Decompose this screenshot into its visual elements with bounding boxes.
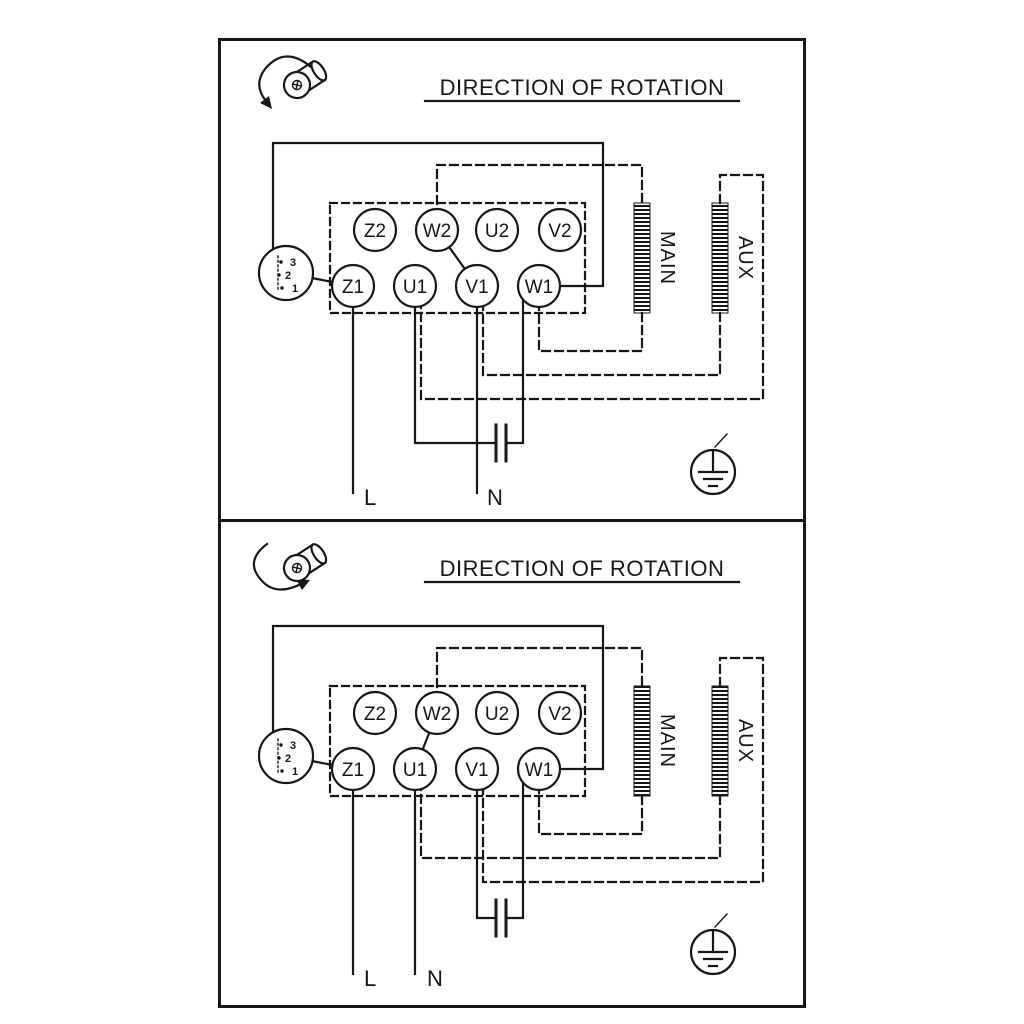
capacitor	[494, 423, 508, 463]
switch-pos-1: 1	[292, 766, 298, 778]
terminal-z1: Z1	[330, 263, 376, 309]
svg-text:U1: U1	[403, 277, 427, 298]
terminal-v2: V2	[537, 207, 583, 253]
svg-text:W1: W1	[525, 277, 554, 298]
aux-winding-label: AUX	[734, 236, 756, 280]
terminal-block	[328, 684, 587, 798]
panel-rotation-cw: DIRECTION OF ROTATION	[218, 519, 806, 1008]
neutral-label: N	[487, 485, 503, 510]
svg-text:Z1: Z1	[342, 277, 364, 298]
terminal-v1: V1	[454, 263, 500, 309]
svg-text:V2: V2	[548, 704, 571, 725]
svg-text:W2: W2	[423, 704, 452, 725]
line-label: L	[364, 485, 376, 510]
svg-text:W1: W1	[525, 760, 554, 781]
aux-winding: AUX	[711, 202, 756, 314]
rotation-cw-icon	[252, 542, 328, 591]
svg-text:V1: V1	[465, 277, 488, 298]
selector-switch: 3 2 1	[257, 244, 315, 302]
terminal-u2: U2	[474, 207, 520, 253]
svg-text:V2: V2	[548, 221, 571, 242]
switch-pos-1: 1	[292, 283, 298, 295]
terminal-v2: V2	[537, 690, 583, 736]
ground-icon	[689, 913, 737, 976]
main-winding: MAIN	[633, 685, 678, 797]
terminal-z2: Z2	[352, 207, 398, 253]
terminal-u2: U2	[474, 690, 520, 736]
aux-winding-label: AUX	[734, 719, 756, 763]
switch-pos-2: 2	[285, 753, 291, 765]
dashed-wires	[419, 163, 765, 401]
terminal-w2: W2	[414, 207, 460, 253]
terminal-w2: W2	[414, 690, 460, 736]
main-winding-label: MAIN	[656, 714, 678, 768]
ground-icon	[689, 433, 737, 496]
svg-text:Z1: Z1	[342, 760, 364, 781]
capacitor	[494, 898, 508, 938]
terminal-z2: Z2	[352, 690, 398, 736]
terminal-v1: V1	[454, 746, 500, 792]
line-label: L	[364, 966, 376, 991]
panel-rotation-ccw: DIRECTION OF ROTATION	[218, 38, 806, 522]
svg-text:V1: V1	[465, 760, 488, 781]
terminal-block	[328, 201, 587, 315]
svg-text:U1: U1	[403, 760, 427, 781]
selector-switch: 3 2 1	[257, 727, 315, 785]
rotation-ccw-icon	[258, 55, 328, 109]
svg-text:U2: U2	[485, 221, 509, 242]
main-winding-label: MAIN	[656, 231, 678, 285]
neutral-label: N	[427, 966, 443, 991]
svg-text:U2: U2	[485, 704, 509, 725]
switch-pos-2: 2	[285, 270, 291, 282]
svg-text:Z2: Z2	[364, 221, 386, 242]
terminal-w1: W1	[516, 263, 562, 309]
svg-text:W2: W2	[423, 221, 452, 242]
panel-title: DIRECTION OF ROTATION	[440, 75, 725, 100]
dashed-wires	[419, 646, 765, 884]
terminal-u1: U1	[392, 746, 438, 792]
aux-winding: AUX	[711, 685, 756, 797]
terminal-w1: W1	[516, 746, 562, 792]
switch-pos-3: 3	[290, 257, 296, 269]
terminal-z1: Z1	[330, 746, 376, 792]
switch-pos-3: 3	[290, 740, 296, 752]
main-winding: MAIN	[633, 202, 678, 314]
svg-text:Z2: Z2	[364, 704, 386, 725]
panel-title: DIRECTION OF ROTATION	[440, 556, 725, 581]
terminal-u1: U1	[392, 263, 438, 309]
